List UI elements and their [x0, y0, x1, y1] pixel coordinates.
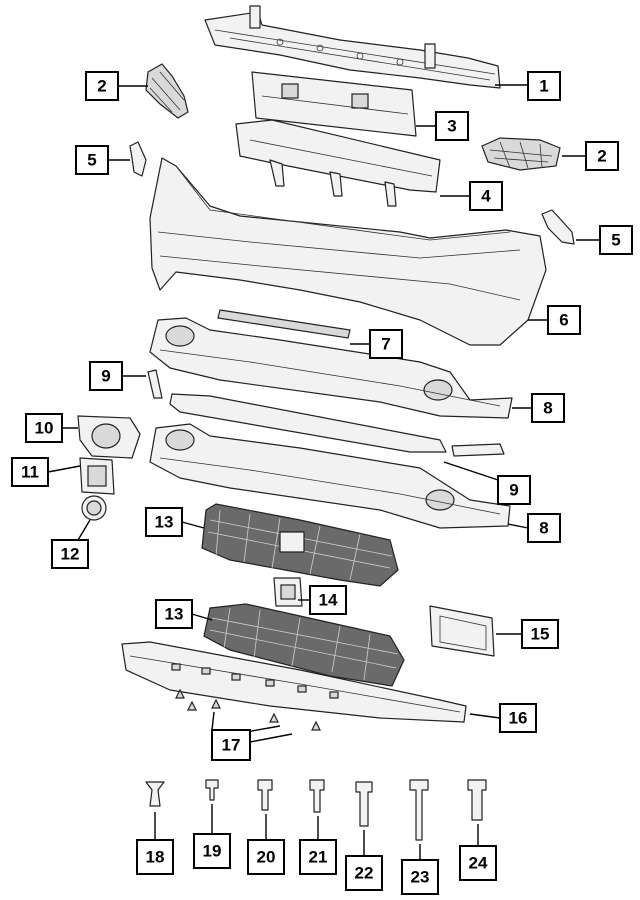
callout-4: 4 [469, 181, 503, 211]
callout-3: 3 [435, 111, 469, 141]
svg-text:19: 19 [203, 842, 222, 861]
callout-6: 6 [547, 305, 581, 335]
svg-text:17: 17 [222, 736, 241, 755]
part-9-trim-center [169, 393, 447, 453]
svg-text:13: 13 [155, 513, 174, 532]
callout-1: 1 [527, 71, 561, 101]
svg-text:2: 2 [97, 77, 106, 96]
part-20-bolt [257, 779, 273, 811]
callout-2-right: 2 [585, 141, 619, 171]
svg-text:9: 9 [101, 367, 110, 386]
callout-24: 24 [459, 845, 497, 881]
svg-text:13: 13 [165, 605, 184, 624]
callout-9-left: 9 [89, 361, 123, 391]
part-18-push-rivet [145, 781, 165, 807]
callout-5-left: 5 [75, 145, 109, 175]
svg-text:1: 1 [539, 77, 548, 96]
part-8-lower-fascia-lower [149, 423, 511, 529]
callout-7: 7 [369, 329, 403, 359]
svg-text:10: 10 [35, 419, 54, 438]
svg-text:12: 12 [61, 545, 80, 564]
part-4-support-bracket [235, 119, 441, 207]
leader-lines [47, 84, 600, 860]
part-10-fog-lamp-bezel [77, 415, 141, 459]
callout-22: 22 [345, 855, 383, 891]
svg-text:11: 11 [21, 463, 39, 482]
callout-17: 17 [211, 729, 251, 761]
callout-14: 14 [309, 585, 347, 615]
svg-text:22: 22 [355, 864, 374, 883]
part-2-bracket-left [145, 63, 189, 119]
part-7-trim-strip [217, 309, 351, 339]
part-5-bracket-right [541, 209, 575, 245]
part-11-bezel-ring [79, 457, 115, 495]
part-13-grille-upper [201, 503, 399, 587]
svg-text:4: 4 [481, 187, 491, 206]
callout-11: 11 [11, 457, 49, 487]
svg-text:8: 8 [543, 399, 552, 418]
callout-5-right: 5 [599, 225, 633, 255]
part-22-bolt-long [355, 781, 373, 827]
callout-16: 16 [499, 703, 537, 733]
callout-10: 10 [25, 413, 63, 443]
svg-text:8: 8 [539, 519, 548, 538]
callout-21: 21 [299, 839, 337, 875]
svg-text:3: 3 [447, 117, 456, 136]
part-23-bolt-extra-long [409, 779, 429, 841]
part-16-skid-plate [121, 641, 467, 723]
callout-8-lower: 8 [527, 513, 561, 543]
callout-13-upper: 13 [145, 507, 183, 537]
part-13-grille-lower [203, 603, 405, 687]
callout-12: 12 [51, 539, 89, 569]
part-14-bezel [273, 577, 303, 607]
callout-20: 20 [247, 839, 285, 875]
svg-text:5: 5 [611, 231, 620, 250]
part-24-bolt-stud [467, 779, 487, 821]
part-17-push-pins [175, 688, 321, 731]
svg-text:14: 14 [319, 591, 338, 610]
svg-text:21: 21 [309, 848, 328, 867]
svg-text:24: 24 [469, 854, 488, 873]
callout-19: 19 [193, 833, 231, 869]
svg-text:20: 20 [257, 848, 276, 867]
svg-text:7: 7 [381, 335, 390, 354]
svg-text:2: 2 [597, 147, 606, 166]
part-3-absorber [251, 71, 417, 137]
part-5-bracket-left [129, 141, 147, 177]
svg-text:5: 5 [87, 151, 96, 170]
part-8-lower-fascia-upper [149, 317, 513, 419]
part-1-reinforcement-beam [204, 5, 501, 89]
callout-8-upper: 8 [531, 393, 565, 423]
callout-15: 15 [521, 619, 559, 649]
svg-text:16: 16 [509, 709, 528, 728]
part-2-bracket-right [481, 137, 561, 171]
callout-9-right: 9 [497, 475, 531, 505]
part-15-license-plate-bracket [429, 605, 495, 657]
svg-text:23: 23 [411, 868, 430, 887]
part-12-ring [81, 495, 107, 521]
callout-2-left: 2 [85, 71, 119, 101]
svg-text:18: 18 [146, 848, 165, 867]
svg-text:15: 15 [531, 625, 550, 644]
part-19-screw [205, 779, 219, 801]
svg-text:9: 9 [509, 481, 518, 500]
part-9-trim-left [147, 369, 163, 399]
callout-18: 18 [136, 839, 174, 875]
svg-text:6: 6 [559, 311, 568, 330]
callout-23: 23 [401, 859, 439, 895]
part-9-trim-right [451, 443, 505, 457]
callout-13-lower: 13 [155, 599, 193, 629]
part-6-bumper-fascia [149, 157, 547, 346]
part-21-bolt [309, 779, 325, 813]
